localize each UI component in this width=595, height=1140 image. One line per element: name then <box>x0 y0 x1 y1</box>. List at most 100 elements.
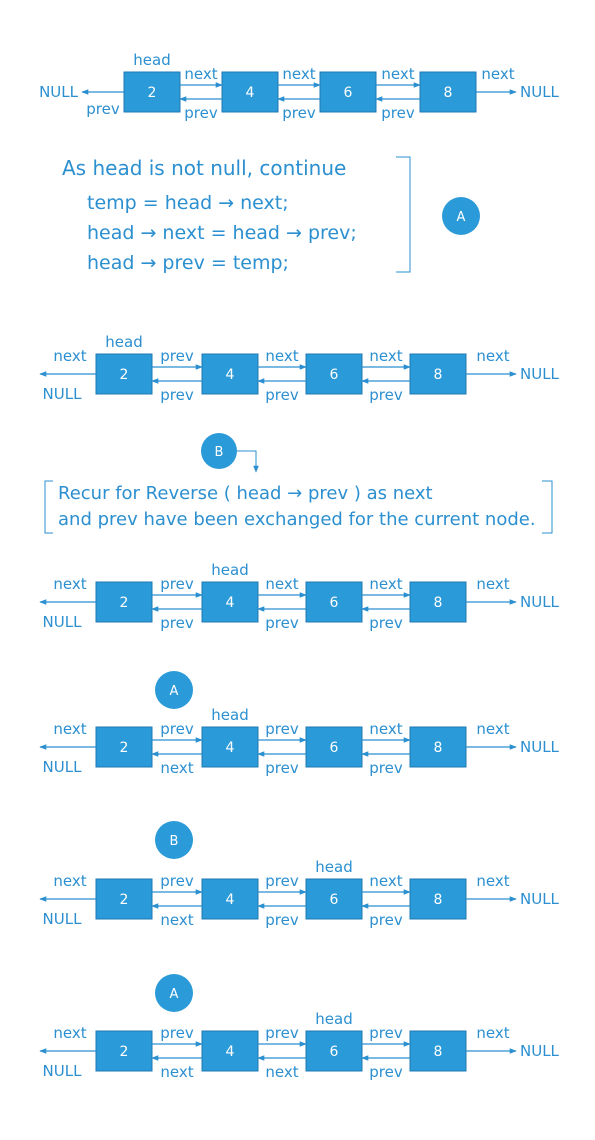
link-label-bottom: prev <box>160 386 194 404</box>
node-value: 6 <box>330 740 339 756</box>
node-value: 8 <box>434 367 443 383</box>
list-node <box>95 353 153 395</box>
recur-note-bracket-left <box>44 480 53 534</box>
step-marker-a: A <box>155 974 193 1012</box>
null-label: NULL <box>43 385 83 403</box>
list-node <box>305 878 363 920</box>
node-value: 2 <box>120 892 129 908</box>
link-label-right: next <box>476 872 509 890</box>
head-label: head <box>211 561 248 579</box>
link-label-top: prev <box>265 872 299 890</box>
list-node <box>95 581 153 623</box>
link-label-bottom: prev <box>369 911 403 929</box>
link-label-left: next <box>53 872 86 890</box>
list-node <box>409 581 467 623</box>
svg-text:A: A <box>457 210 466 225</box>
node-value: 2 <box>120 1044 129 1060</box>
link-label-bottom: prev <box>381 104 415 122</box>
link-label-top: prev <box>160 575 194 593</box>
link-label-top: next <box>369 872 402 890</box>
link-label-top: next <box>265 347 298 365</box>
link-label-bottom: prev <box>369 386 403 404</box>
node-value: 4 <box>226 892 235 908</box>
link-label-top: prev <box>160 1024 194 1042</box>
node-value: 4 <box>226 740 235 756</box>
node-value: 2 <box>120 595 129 611</box>
recur-note-line: Recur for Reverse ( head → prev ) as nex… <box>58 483 433 504</box>
step-marker-a: A <box>442 197 480 235</box>
list-node <box>409 1030 467 1072</box>
link-label-bottom: prev <box>265 759 299 777</box>
link-label-top: prev <box>369 1024 403 1042</box>
node-value: 4 <box>226 595 235 611</box>
null-label: NULL <box>520 83 560 101</box>
null-label: NULL <box>520 593 560 611</box>
link-label-top: next <box>381 65 414 83</box>
null-label: NULL <box>520 738 560 756</box>
recur-note-line: and prev have been exchanged for the cur… <box>58 509 536 530</box>
link-label-bottom: prev <box>160 614 194 632</box>
svg-text:B: B <box>215 445 224 460</box>
link-label-top: next <box>369 575 402 593</box>
link-label-right: next <box>476 347 509 365</box>
link-label-top: prev <box>265 1024 299 1042</box>
link-label-right: next <box>476 720 509 738</box>
link-label-left: prev <box>86 100 120 118</box>
node-value: 2 <box>120 367 129 383</box>
list-node <box>319 71 377 113</box>
step-marker-a: A <box>155 671 193 709</box>
link-label-bottom: prev <box>369 1063 403 1081</box>
link-label-top: next <box>369 720 402 738</box>
list-node <box>201 878 259 920</box>
link-label-left: next <box>53 720 86 738</box>
link-label-top: prev <box>160 720 194 738</box>
step-marker-b: B <box>155 821 193 859</box>
code-block-title: As head is not null, continue <box>62 156 347 180</box>
null-label: NULL <box>520 365 560 383</box>
null-label: NULL <box>520 890 560 908</box>
list-node <box>409 353 467 395</box>
node-value: 2 <box>120 740 129 756</box>
code-block-bracket <box>396 156 411 273</box>
list-node <box>305 1030 363 1072</box>
link-label-top: next <box>369 347 402 365</box>
link-label-right: next <box>481 65 514 83</box>
link-label-bottom: prev <box>265 911 299 929</box>
code-line: head → prev = temp; <box>87 252 289 274</box>
null-label: NULL <box>43 1062 83 1080</box>
node-value: 6 <box>330 367 339 383</box>
list-node <box>201 1030 259 1072</box>
head-label: head <box>211 706 248 724</box>
node-value: 4 <box>246 85 255 101</box>
link-label-bottom: prev <box>282 104 316 122</box>
node-value: 4 <box>226 367 235 383</box>
link-label-bottom: prev <box>184 104 218 122</box>
link-label-right: next <box>476 1024 509 1042</box>
null-label: NULL <box>43 758 83 776</box>
node-value: 6 <box>330 595 339 611</box>
link-label-top: next <box>282 65 315 83</box>
code-line: temp = head → next; <box>87 192 289 214</box>
list-node <box>95 1030 153 1072</box>
link-label-bottom: next <box>160 759 193 777</box>
svg-text:A: A <box>170 684 179 699</box>
link-label-bottom: prev <box>369 614 403 632</box>
list-node <box>221 71 279 113</box>
node-value: 8 <box>434 892 443 908</box>
link-label-left: next <box>53 1024 86 1042</box>
list-node <box>201 726 259 768</box>
link-label-bottom: next <box>160 1063 193 1081</box>
svg-text:B: B <box>170 834 179 849</box>
node-value: 8 <box>444 85 453 101</box>
null-label: NULL <box>39 83 79 101</box>
list-node <box>305 726 363 768</box>
node-value: 2 <box>148 85 157 101</box>
list-node <box>95 878 153 920</box>
list-node <box>95 726 153 768</box>
head-label: head <box>315 1010 352 1028</box>
link-label-top: prev <box>160 872 194 890</box>
link-label-bottom: prev <box>265 386 299 404</box>
node-value: 6 <box>344 85 353 101</box>
link-label-bottom: prev <box>265 614 299 632</box>
